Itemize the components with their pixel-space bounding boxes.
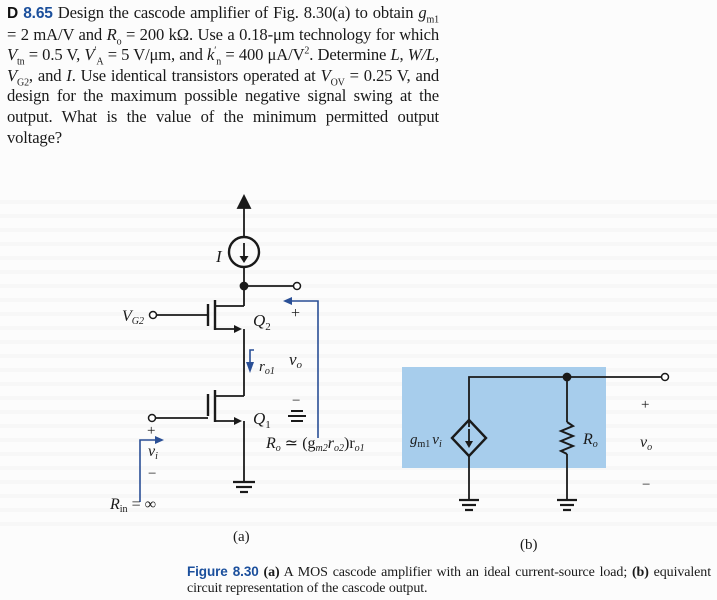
figure-a-cascode-amplifier xyxy=(147,193,306,494)
figure-b-sublabel: (b) xyxy=(520,537,538,553)
vo-label-b: vo xyxy=(640,434,652,453)
figure-a-labels: I VG2 Q2 + vo ro1 − Q1 Ro ≃ (gm2ro2)ro1 … xyxy=(109,247,365,545)
q1-label: Q1 xyxy=(253,409,271,431)
vo-plus: + xyxy=(291,305,300,322)
ro-formula: Ro ≃ (gm2ro2)ro1 xyxy=(265,435,365,454)
figure-a-sublabel: (a) xyxy=(233,529,250,545)
vi-plus: + xyxy=(147,423,155,439)
resistor-label: Ro xyxy=(582,431,598,450)
vi-label: vi xyxy=(148,443,158,462)
rin-label: Rin = ∞ xyxy=(109,496,156,515)
q2-label: Q2 xyxy=(253,311,271,333)
ro1-label: ro1 xyxy=(259,359,275,377)
vi-minus: − xyxy=(148,466,156,482)
vo-minus: − xyxy=(292,393,300,409)
problem-statement: D 8.65 Design the cascode amplifier of F… xyxy=(7,3,440,147)
impedance-arrows xyxy=(139,297,319,502)
vg2-terminal[interactable] xyxy=(148,310,158,320)
vo-minus-b: − xyxy=(642,477,650,493)
vo-label: vo xyxy=(289,350,303,371)
figure-label: Figure 8.30 xyxy=(187,564,259,579)
vg2-label: VG2 xyxy=(122,308,144,327)
current-source-label: I xyxy=(215,247,223,266)
resistor-icon xyxy=(558,421,576,455)
vo-plus-b: + xyxy=(641,397,649,413)
vo-output-terminal[interactable] xyxy=(660,372,670,382)
output-terminal[interactable] xyxy=(292,281,302,291)
equivalent-circuit-highlight xyxy=(402,367,606,468)
figure-caption: Figure 8.30 (a) A MOS cascode amplifier … xyxy=(187,564,711,596)
problem-number: D 8.65 xyxy=(7,5,53,22)
figure-b-equivalent-circuit xyxy=(450,372,670,512)
vi-terminal[interactable] xyxy=(147,413,157,423)
supply-arrow-icon xyxy=(236,193,252,209)
